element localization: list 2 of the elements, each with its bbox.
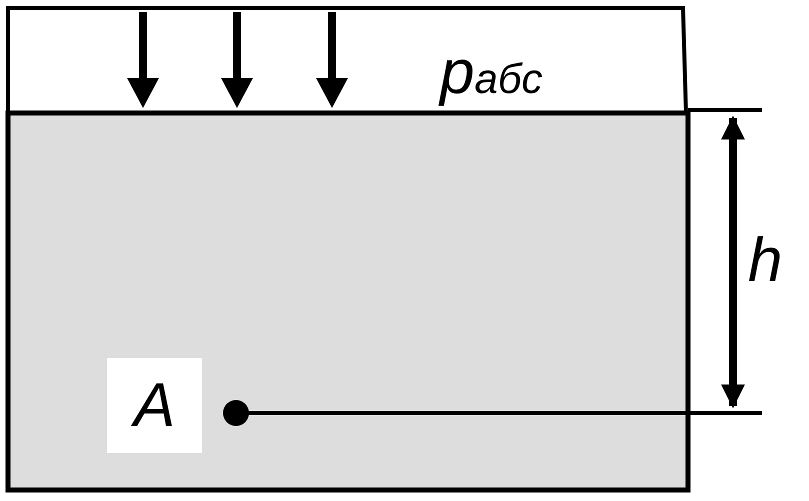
point-label: A bbox=[107, 358, 202, 453]
height-label: h bbox=[748, 230, 782, 292]
